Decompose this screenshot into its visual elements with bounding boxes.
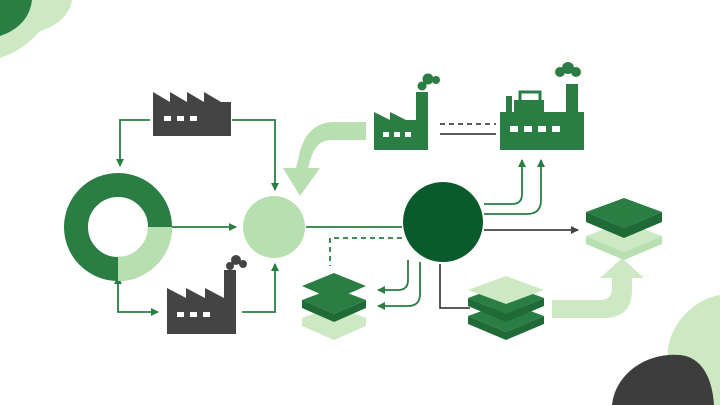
connector-hub-to-plant-a (484, 159, 526, 205)
ring-chart-icon (64, 173, 172, 281)
connector-hub-dashed (329, 237, 402, 266)
connector-hub-to-plant-b (484, 159, 545, 215)
factory-icon-top-left (153, 92, 231, 136)
layer-stack-icon-left (302, 273, 366, 340)
connector-ring-to-factory (114, 276, 159, 316)
connector-hub-to-stack-left-b (377, 262, 421, 310)
connector-factory-to-collector (232, 119, 279, 191)
central-hub-circle (403, 182, 483, 262)
layer-stack-icon-right (586, 198, 662, 260)
wide-arrow-factory-to-collector (283, 122, 366, 196)
corner-blob-bottom-right (612, 295, 720, 405)
layer-stack-icon-middle (468, 276, 544, 340)
connector-hub-to-stack-left-a (377, 260, 409, 294)
connector-hub-to-stack-middle (439, 264, 470, 309)
corner-blob-top-left (0, 0, 72, 58)
connector-factory-to-ring (116, 119, 150, 167)
factory-chimney-icon-green (374, 73, 440, 150)
factory-chimney-icon-bottom-left (167, 255, 247, 334)
connector-lines (114, 119, 579, 316)
connector-factory-to-collector-bottom (242, 263, 279, 313)
collector-circle (243, 196, 305, 258)
industrial-plant-icon-green (500, 62, 584, 150)
wide-arrow-stack-middle-to-right (552, 258, 644, 318)
